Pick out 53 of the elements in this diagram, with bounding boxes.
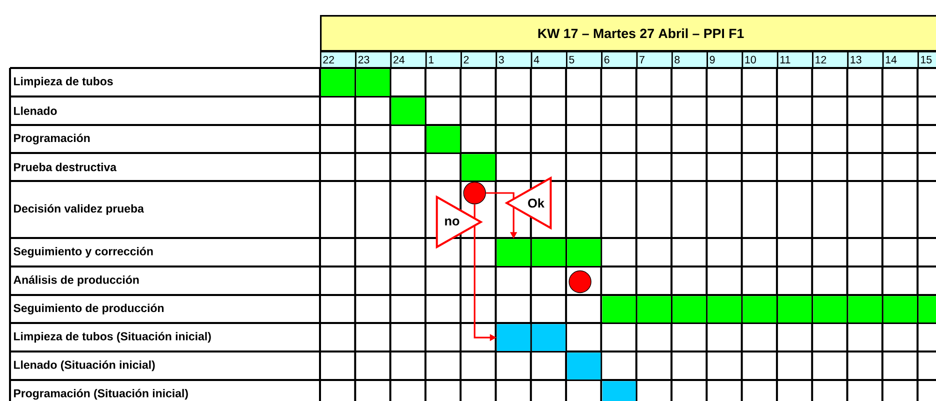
milestone-circle <box>463 182 486 204</box>
title-band: KW 17 – Martes 27 Abril – PPI F1 <box>320 15 936 52</box>
gantt-bar <box>883 296 918 322</box>
gantt-bar <box>462 154 496 180</box>
hour-cell: 6 <box>601 51 638 68</box>
gantt-bar <box>532 324 566 351</box>
gantt-bar <box>532 239 566 266</box>
gantt-bar <box>321 69 355 96</box>
gantt-bar <box>426 126 460 152</box>
task-label: Limpieza de tubos (Situación inicial) <box>14 332 211 343</box>
gantt-bar <box>742 296 776 322</box>
hour-cell: 12 <box>812 51 849 68</box>
hour-cell: 5 <box>566 51 603 68</box>
gantt-bar <box>602 381 636 401</box>
gantt-bar <box>356 69 390 96</box>
hour-cell: 11 <box>776 51 814 68</box>
milestone-circle <box>568 270 592 294</box>
gantt-bar <box>848 296 882 322</box>
gantt-bar <box>567 352 601 380</box>
task-label: Llenado <box>14 106 57 115</box>
hour-cell: 10 <box>742 51 778 68</box>
task-label: Llenado (Situación inicial) <box>14 360 155 372</box>
task-label: Decisión validez prueba <box>14 204 144 215</box>
gantt-bar <box>496 239 530 266</box>
gantt-bar <box>813 296 847 322</box>
task-label: Programación <box>14 134 90 144</box>
gantt-bar <box>708 296 742 322</box>
task-label: Seguimiento de producción <box>14 304 164 314</box>
hour-cell: 3 <box>496 51 532 68</box>
gantt-bar <box>918 296 936 322</box>
hour-cell: 24 <box>390 51 427 68</box>
hour-cell: 15 <box>918 51 936 68</box>
hour-cell: 7 <box>636 51 673 68</box>
task-label: Seguimiento y corrección <box>14 246 153 258</box>
hour-cell: 1 <box>425 51 462 68</box>
task-label: Prueba destructiva <box>14 162 117 172</box>
hour-cell: 4 <box>530 51 568 68</box>
hour-cell: 2 <box>460 51 498 68</box>
task-label: Limpieza de tubos <box>14 76 113 88</box>
gantt-bar <box>637 296 671 322</box>
hour-cell: 9 <box>706 51 744 68</box>
gantt-bar <box>778 296 812 322</box>
hour-cell: 8 <box>672 51 708 68</box>
gantt-bar <box>391 98 425 124</box>
gantt-bar <box>567 239 601 266</box>
task-label: Análisis de producción <box>14 275 139 286</box>
task-label: Programación (Situación inicial) <box>14 388 188 400</box>
gantt-bar <box>496 324 530 351</box>
gantt-bar <box>602 296 636 322</box>
gantt-bar <box>672 296 706 322</box>
hour-cell: 22 <box>320 51 356 68</box>
hour-cell: 13 <box>847 51 884 68</box>
hour-cell: 23 <box>355 51 392 68</box>
